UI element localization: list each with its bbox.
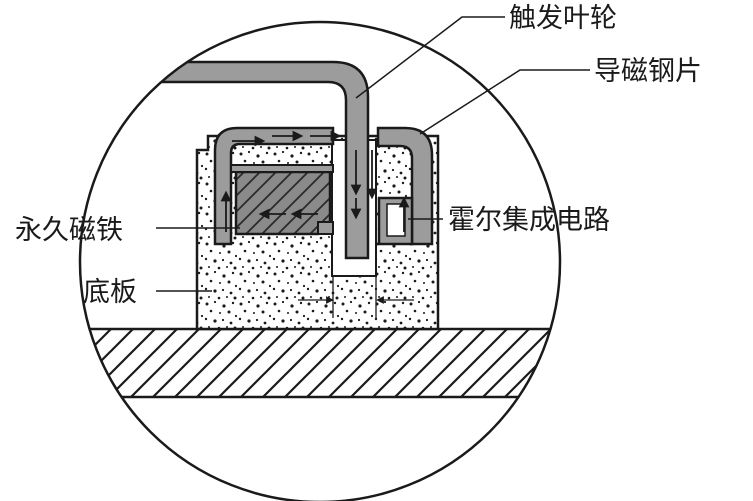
hall-ic-window [386, 203, 406, 237]
leader-steel-sheet [419, 69, 590, 135]
left-steel-sheet [213, 126, 335, 246]
label-permanent-magnet: 永久磁铁 [15, 215, 123, 246]
label-trigger-wheel: 触发叶轮 [509, 3, 617, 34]
permanent-magnet [234, 170, 332, 236]
base-plate [80, 327, 560, 399]
magnet-top-plate [230, 164, 334, 173]
detail-view [80, 60, 560, 399]
gap-dimension [298, 276, 414, 318]
label-hall-ic: 霍尔集成电路 [448, 205, 610, 236]
trigger-wheel-blade [80, 60, 370, 260]
label-magnetic-steel-sheet: 导磁钢片 [594, 56, 702, 87]
label-base-plate: 底板 [83, 277, 137, 308]
magnet-pole-piece [317, 221, 334, 235]
detail-circle [78, 20, 562, 501]
leader-lines [156, 16, 590, 292]
leader-trigger-wheel [355, 16, 505, 99]
flux-arrows [220, 130, 410, 232]
